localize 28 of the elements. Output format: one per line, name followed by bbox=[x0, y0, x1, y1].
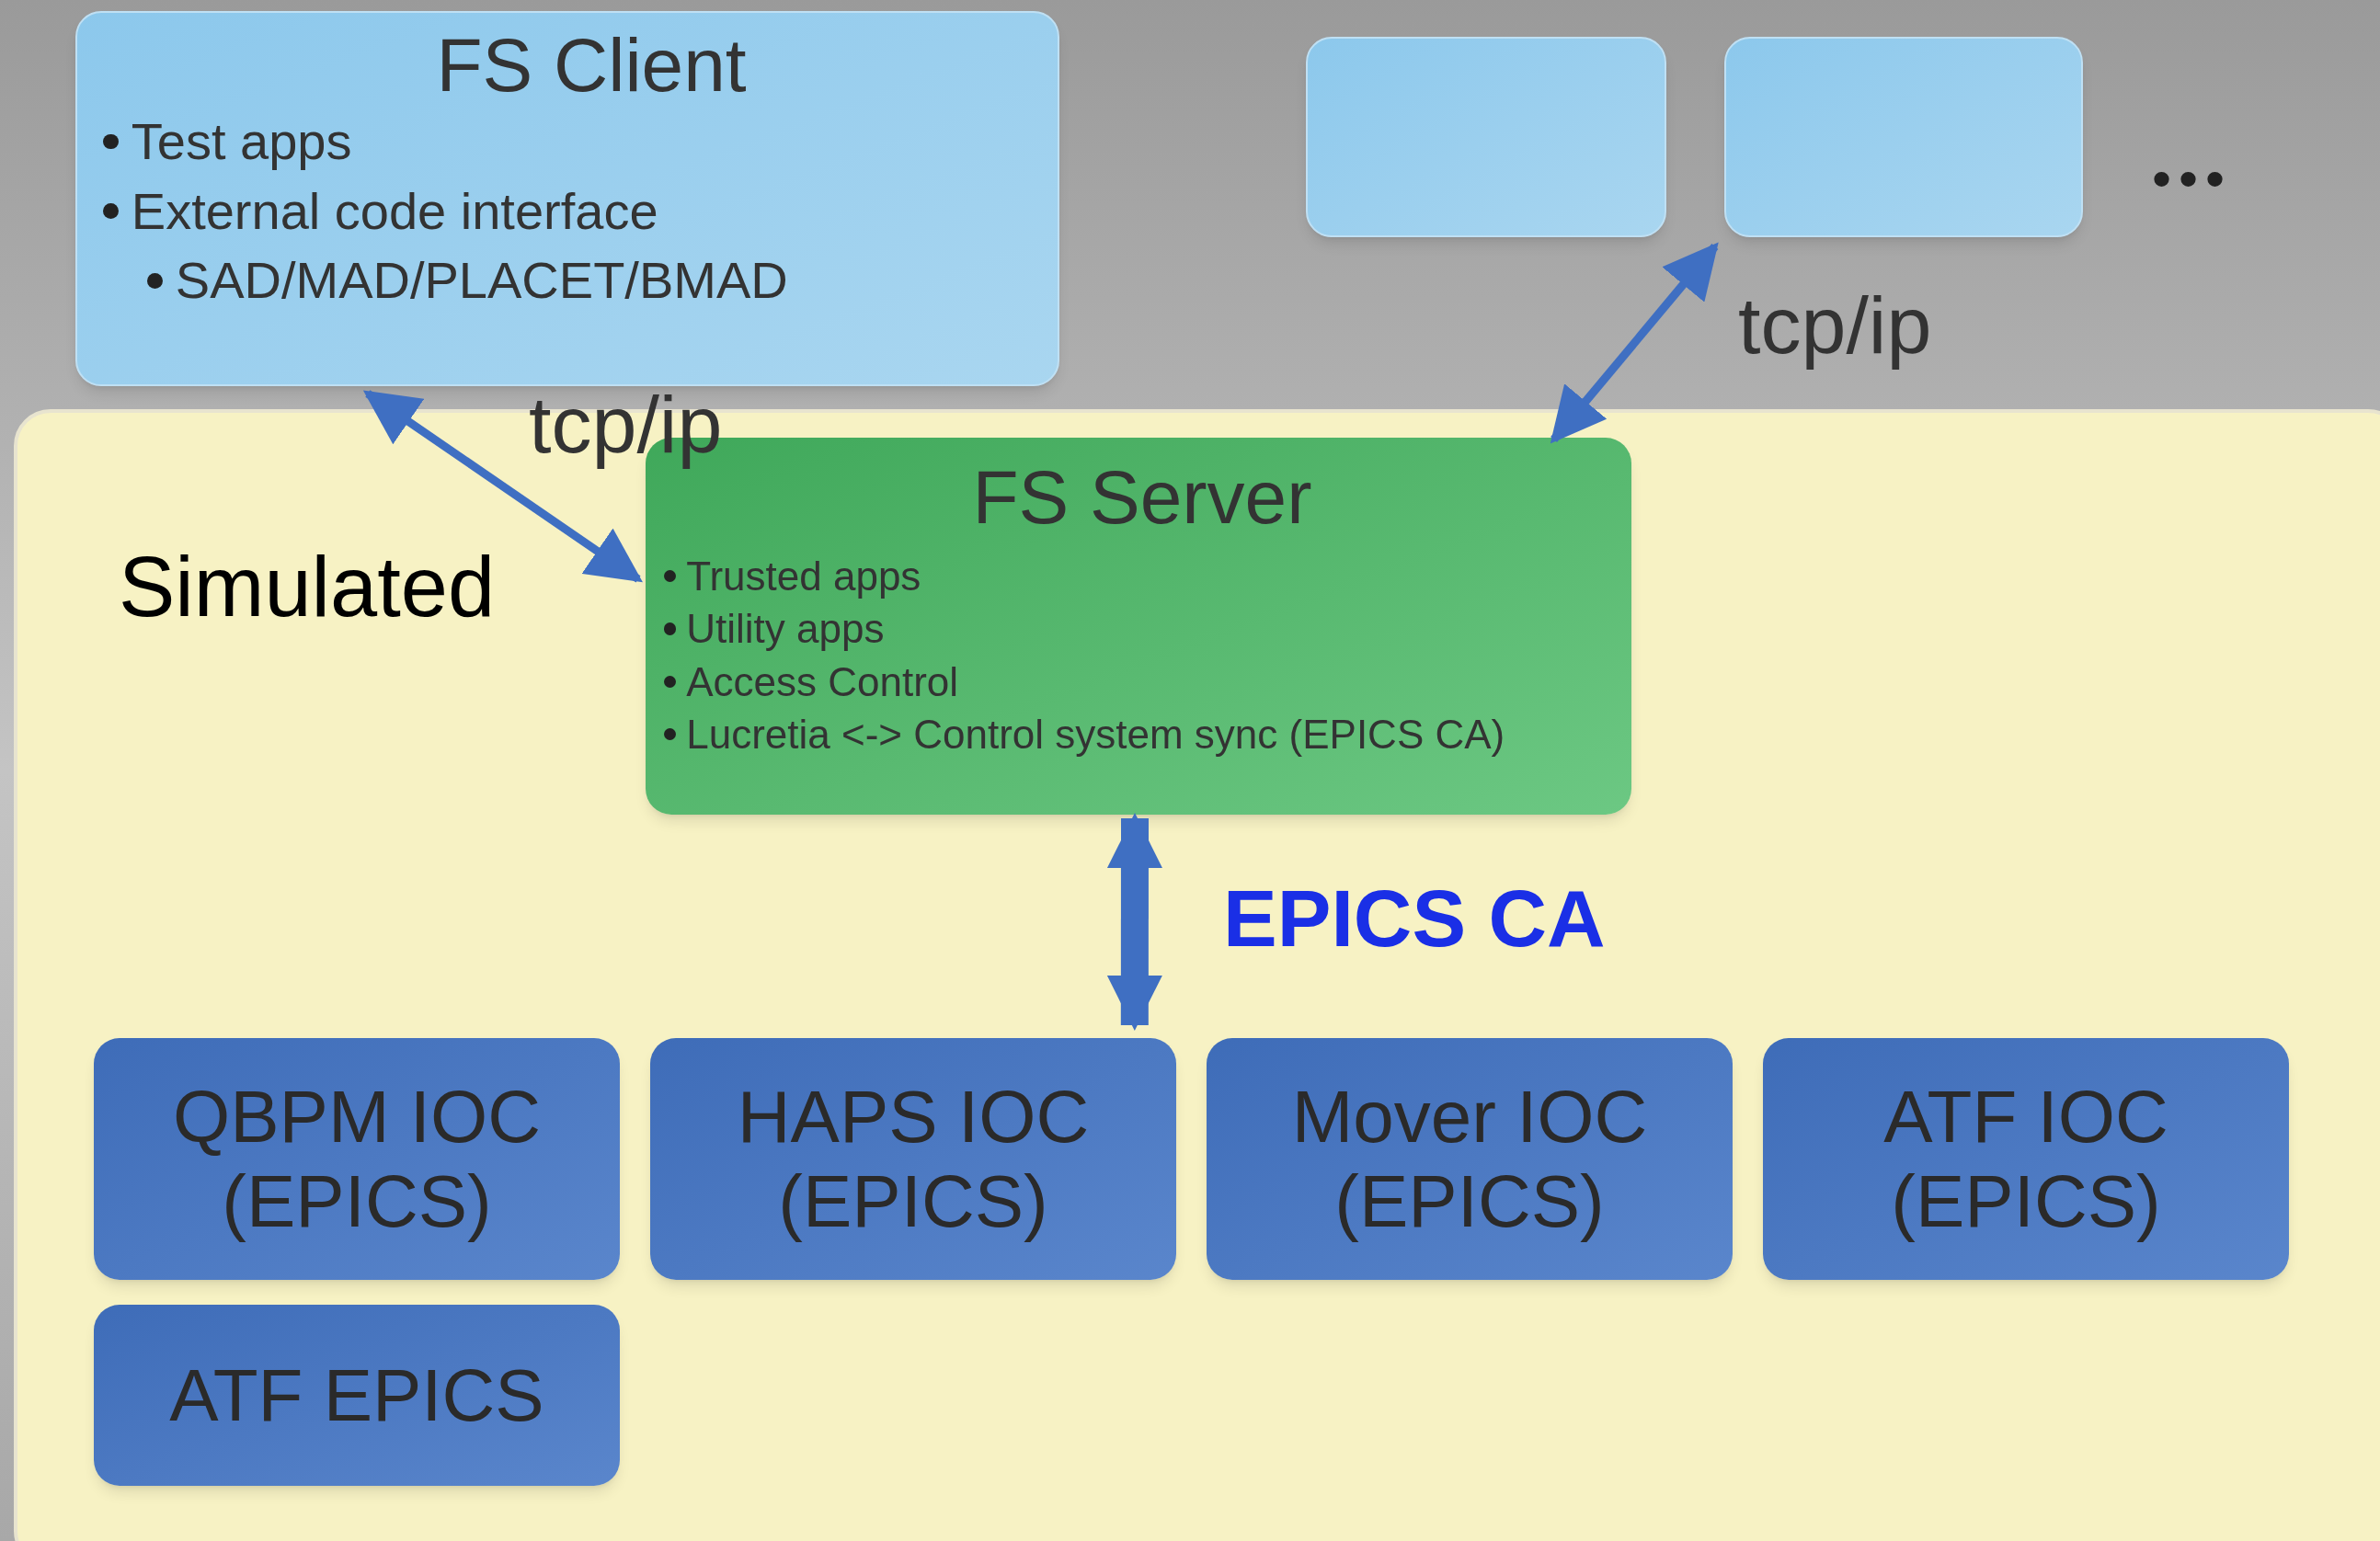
box-title: FS Client bbox=[435, 24, 747, 108]
ioc-box bbox=[1207, 1038, 1733, 1280]
ioc-box bbox=[1763, 1038, 2289, 1280]
box-text: HAPS IOC (EPICS) bbox=[736, 1074, 1091, 1244]
bullet-item: Test apps bbox=[131, 111, 352, 173]
region-label: Simulated bbox=[119, 539, 496, 635]
bullet-item: SAD/MAD/PLACET/BMAD bbox=[175, 250, 788, 312]
bullet-item: Lucretia <-> Control system sync (EPICS CA) bbox=[686, 710, 1505, 759]
box-text: ATF IOC (EPICS) bbox=[1882, 1074, 2169, 1244]
empty-box bbox=[1724, 37, 2083, 237]
box-text: Mover IOC (EPICS) bbox=[1290, 1074, 1649, 1244]
box-text: ATF EPICS bbox=[169, 1353, 544, 1438]
bullet-item: Access Control bbox=[686, 657, 959, 706]
ellipsis-label: ••• bbox=[2152, 147, 2233, 211]
bullet-item: External code interface bbox=[131, 180, 658, 242]
box-title: FS Server bbox=[972, 456, 1312, 540]
empty-box bbox=[1306, 37, 1666, 237]
ioc-box bbox=[94, 1305, 620, 1486]
double-arrow bbox=[362, 390, 643, 583]
edge-label: EPICS CA bbox=[1223, 878, 1606, 959]
bullet-item: Trusted apps bbox=[686, 553, 921, 601]
ioc-box bbox=[650, 1038, 1176, 1280]
bullet-item: Utility apps bbox=[686, 605, 885, 654]
double-arrow bbox=[1550, 242, 1719, 444]
ioc-box bbox=[94, 1038, 620, 1280]
client-box bbox=[75, 11, 1059, 386]
double-block-arrow bbox=[1106, 813, 1162, 1031]
box-text: QBPM IOC (EPICS) bbox=[171, 1074, 542, 1244]
